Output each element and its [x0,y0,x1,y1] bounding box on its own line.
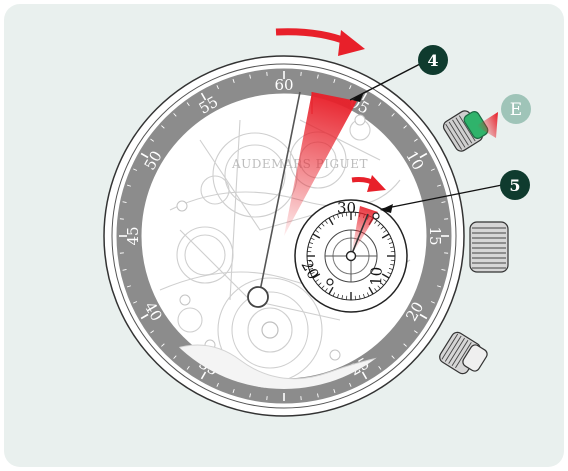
subdial-numeral-30: 30 [337,199,356,217]
callout-4-label: 4 [427,51,438,70]
bezel-numeral-60: 60 [274,76,293,94]
bezel-numeral-15: 15 [426,226,444,245]
subdial-numeral-10: 10 [367,266,386,286]
counter-subdial: 30 10 20 [295,199,407,312]
crown [470,222,508,272]
callout-5-label: 5 [509,176,520,195]
bezel-numeral-45: 45 [124,226,142,245]
callout-e-label: E [510,100,522,120]
